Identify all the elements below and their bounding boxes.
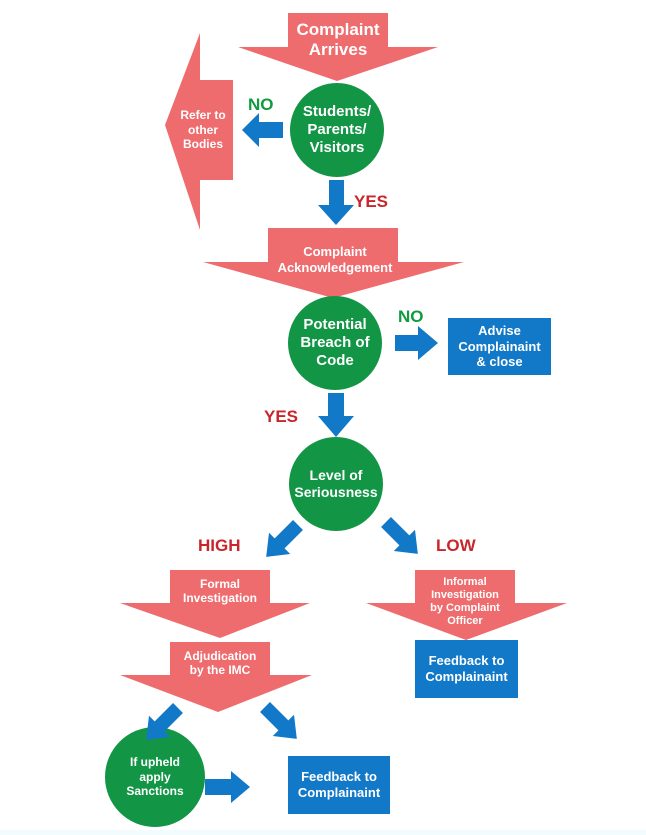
feedback-low-box [415, 640, 518, 698]
sanctions-to-feedback-arrow [205, 771, 250, 803]
adjudication-arrow-shape [120, 642, 312, 712]
no-right-arrow [395, 326, 438, 360]
no-label-2: NO [398, 307, 424, 326]
students-parents-visitors-circle [290, 83, 384, 177]
feedback-high-box [288, 756, 390, 814]
high-diagonal-arrow [266, 520, 303, 557]
potential-breach-label: Potential Breach of Code [300, 316, 370, 369]
to-sanctions-arrow [146, 703, 183, 740]
complaint-arrives-label: Complaint Arrives [296, 19, 380, 59]
yes-label-2: YES [264, 407, 299, 426]
level-seriousness-circle [289, 437, 383, 531]
bottom-strip [0, 830, 646, 835]
yes-down-arrow-2 [318, 393, 354, 437]
yes-down-arrow-1 [318, 180, 354, 225]
feedback-high-label: Feedback to Complainaint [297, 769, 381, 800]
potential-breach-circle [288, 296, 382, 390]
complaint-acknowledgement-label: Complaint Acknowledgement [277, 244, 393, 275]
students-parents-visitors-label: Students/ Parents/ Visitors [302, 103, 372, 156]
refer-other-bodies-label: Refer to other Bodies [180, 108, 226, 152]
refer-other-bodies-arrow-shape [165, 33, 233, 230]
level-seriousness-label: Level of Seriousness [294, 467, 378, 500]
advise-close-label: Advise Complainaint & close [458, 323, 541, 370]
informal-investigation-arrow-shape [366, 570, 567, 640]
informal-investigation-label: Informal Investigation by Complaint Offi… [430, 575, 500, 628]
yes-label-1: YES [354, 192, 389, 211]
to-feedback-arrow [260, 702, 297, 739]
sanctions-label: If upheld apply Sanctions [126, 755, 184, 799]
low-diagonal-arrow [381, 517, 418, 554]
feedback-low-label: Feedback to Complainaint [425, 653, 508, 684]
adjudication-label: Adjudication by the IMC [183, 648, 257, 677]
no-left-arrow [242, 113, 283, 147]
no-label-1: NO [248, 95, 274, 114]
complaint-arrives-arrow-shape [238, 13, 438, 81]
complaint-acknowledgement-arrow-shape [203, 228, 464, 298]
sanctions-circle [105, 727, 205, 827]
formal-investigation-label: Formal Investigation [182, 576, 257, 605]
low-label: LOW [436, 536, 476, 555]
high-label: HIGH [198, 536, 241, 555]
formal-investigation-arrow-shape [120, 570, 310, 638]
advise-close-box [448, 318, 551, 375]
